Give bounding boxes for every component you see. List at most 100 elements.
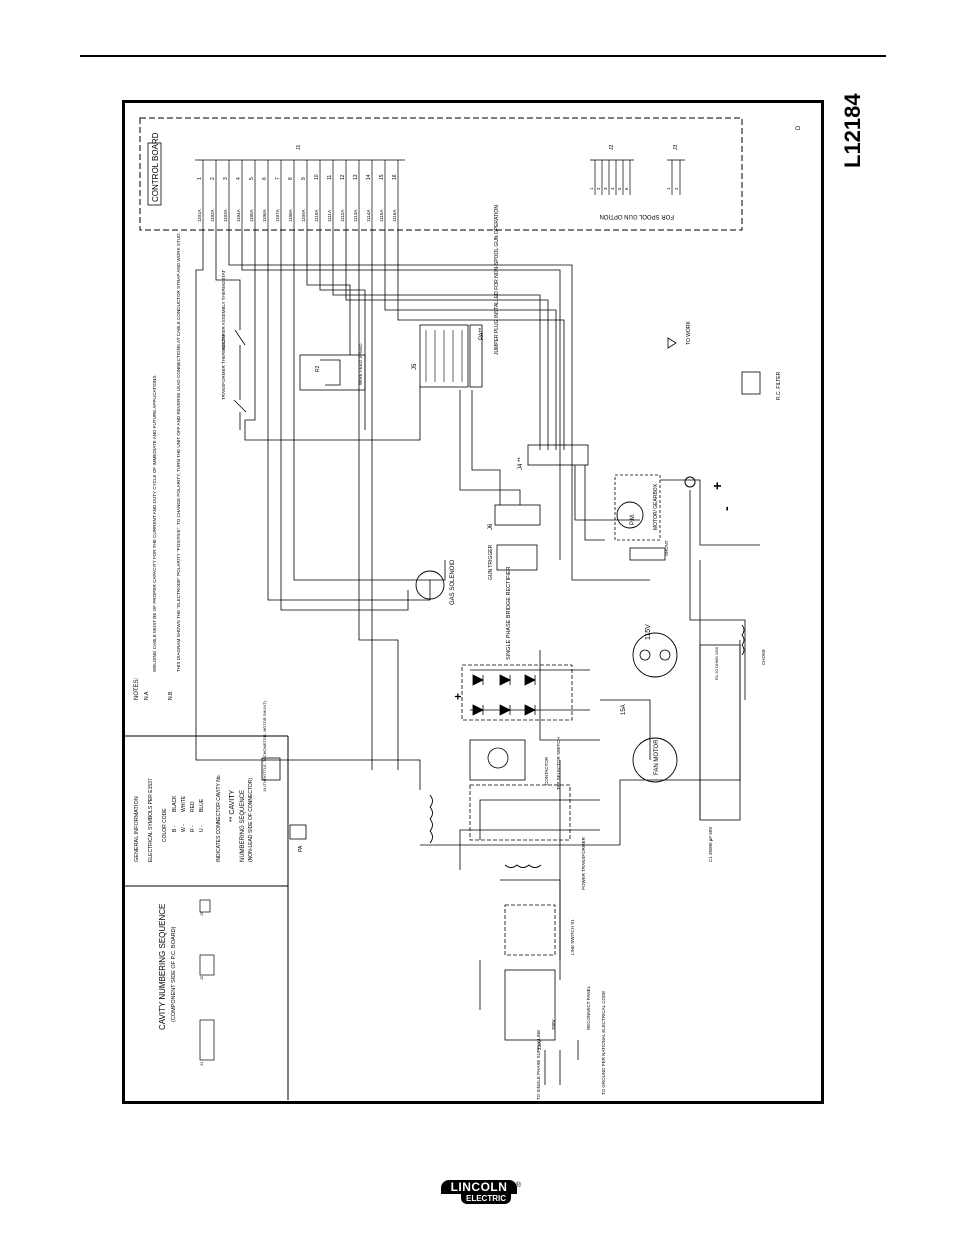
- wire-feed-speed: WIRE FEED SPEED: [358, 343, 363, 385]
- j1-wire-label: 1104A: [236, 209, 241, 222]
- cavity-sub2: (NON-LEAD SIDE OF CONNECTOR): [248, 778, 254, 862]
- j1-pin: 7: [275, 177, 281, 180]
- j1-wire-label: 1116A: [392, 210, 397, 222]
- j2-pin: 6: [624, 187, 629, 190]
- j1-pin: 5: [249, 177, 255, 180]
- j6-label: J6: [488, 523, 494, 530]
- j1-wire-label: 1102A: [210, 209, 215, 222]
- pm-motor: [616, 501, 644, 529]
- j1-pin: 14: [366, 174, 372, 180]
- color-code-title: COLOR CODE: [162, 808, 168, 842]
- lincoln-electric-logo: LINCOLN ELECTRIC ®: [441, 1180, 521, 1206]
- drawing-number: L12184: [840, 93, 865, 168]
- note-a-id: N.A.: [144, 690, 150, 700]
- j4-connector: [527, 444, 589, 466]
- capacitor-bank: [699, 644, 741, 821]
- control-board-title: CONTROL BOARD: [151, 132, 160, 202]
- j1-wire-label: 1107A: [275, 209, 280, 222]
- j2-pin: 4: [610, 187, 615, 190]
- j1-wire-label: 1113A: [353, 210, 358, 222]
- j1-wire-label: 1106A: [262, 209, 267, 222]
- ground-note: TO GROUND PER NATIONAL ELECTRICAL CODE: [601, 991, 606, 1095]
- v208-label: 208V: [551, 1019, 556, 1030]
- j1-wire-group: 1101A 1102A 1103A 1104A 1105A 1106A 1107A 1108A…: [197, 209, 397, 222]
- contactor-label: CONTACTOR: [544, 756, 549, 785]
- pa-connector: [469, 324, 483, 388]
- j1-wire-label: 1105A: [249, 209, 254, 222]
- diode-symbol: [524, 674, 536, 686]
- cavity-j1: J1: [199, 1061, 204, 1066]
- j1-wire-label: 1103A: [223, 209, 228, 222]
- capacitor-label: C1 35000 µF 50V: [708, 827, 713, 862]
- j1-pin: 12: [340, 174, 346, 180]
- pm-label: P.M.: [630, 513, 636, 525]
- j1-wire-label: 1109A: [301, 209, 306, 222]
- j2-pin: 2: [596, 187, 601, 190]
- gun-trigger-switch: [496, 544, 538, 571]
- j4-label: J4 **: [518, 457, 524, 470]
- general-info-title: GENERAL INFORMATION: [134, 796, 140, 862]
- r2-label: R2: [315, 365, 321, 372]
- shunt: [629, 547, 666, 561]
- rc-filter: [741, 371, 761, 395]
- logo-reg: ®: [515, 1182, 521, 1189]
- j1-pin: 6: [262, 177, 268, 180]
- motor-gearbox-label: MOTOR/ GEARBOX: [653, 483, 659, 530]
- note-b-id: N.B.: [168, 690, 174, 700]
- v230-label: 230V: [537, 1039, 542, 1050]
- positive-terminal: [684, 476, 696, 488]
- cavity-j3: J3: [199, 911, 204, 916]
- tap-selector-label: TAP SELECTOR SWITCH: [556, 737, 561, 790]
- j1-wire-label: 1101A: [197, 209, 202, 222]
- color-name: BLUE: [199, 798, 205, 812]
- j3-pin: 1: [666, 187, 671, 190]
- j1-wire-label: 1114A: [366, 210, 371, 222]
- j1-wire-label: 1108A: [288, 209, 293, 222]
- reconnect-panel: [504, 969, 556, 1041]
- header-rule: [80, 55, 886, 57]
- reconnect-panel-label: RECONNECT PANEL: [586, 985, 591, 1030]
- receptacle-115v: [632, 632, 678, 678]
- j1-pin: 3: [223, 177, 229, 180]
- diode-symbol: [499, 674, 511, 686]
- j1-pin: 9: [301, 177, 307, 180]
- diode-symbol: [524, 704, 536, 716]
- j4-note: J4 (THROTTLE, TACHOMETER, MOTOR SHUNT): [262, 700, 267, 792]
- resistor-label: R1 20 OHMS 10W: [714, 647, 719, 680]
- pa-cavity-icon: [289, 824, 307, 840]
- jumper-plug-note: JUMPER PLUG INSTALLED FOR NON-SPOOL GUN …: [494, 205, 500, 355]
- j1-pin: 16: [392, 174, 398, 180]
- color-code: R -: [190, 825, 196, 832]
- logo-line2: ELECTRIC: [461, 1194, 511, 1204]
- color-code: W -: [181, 824, 187, 832]
- j1-pin: 15: [379, 174, 385, 180]
- cavity-sub: NUMBERING SEQUENCE: [240, 790, 246, 862]
- revision-mark: D: [796, 125, 802, 130]
- negative-sign: -: [718, 506, 734, 511]
- color-name: RED: [190, 801, 196, 812]
- j1-pin: 13: [353, 174, 359, 180]
- rc-filter-label: R.C. FILTER: [776, 371, 782, 400]
- j1-wire-label: 1115A: [379, 210, 384, 222]
- note-b-text: THIS DIAGRAM SHOWS THE "ELECTRODE" POLAR…: [176, 232, 181, 672]
- symbols-note: ELECTRICAL SYMBOLS PER E1537: [148, 778, 154, 862]
- j2-pin: 3: [603, 187, 608, 190]
- color-name: WHITE: [181, 795, 187, 812]
- tap-selector-switch: [469, 784, 571, 841]
- note-a-text: WELDING CABLE MUST BE OF PROPER CAPACITY…: [152, 374, 157, 672]
- bridge-rectifier: [461, 664, 573, 721]
- power-transformer-label: POWER TRANSFORMER: [581, 836, 586, 890]
- thermostat-symbols: [233, 300, 247, 430]
- choke-label: CHOKE: [761, 649, 766, 665]
- pa-connector-label: PA**: [479, 327, 485, 340]
- j5-connector: [419, 324, 469, 388]
- j1-wire-label: 1110A: [314, 210, 319, 222]
- cavity-j2: J2: [199, 975, 204, 980]
- fan-motor-label: FAN MOTOR: [654, 739, 660, 775]
- j1-pin: 11: [327, 175, 333, 180]
- to-work-label: TO WORK: [686, 321, 692, 345]
- supply-line-label: TO SINGLE PHASE SUPPLY LINE: [536, 1030, 541, 1100]
- j2-pin: 1: [589, 187, 594, 190]
